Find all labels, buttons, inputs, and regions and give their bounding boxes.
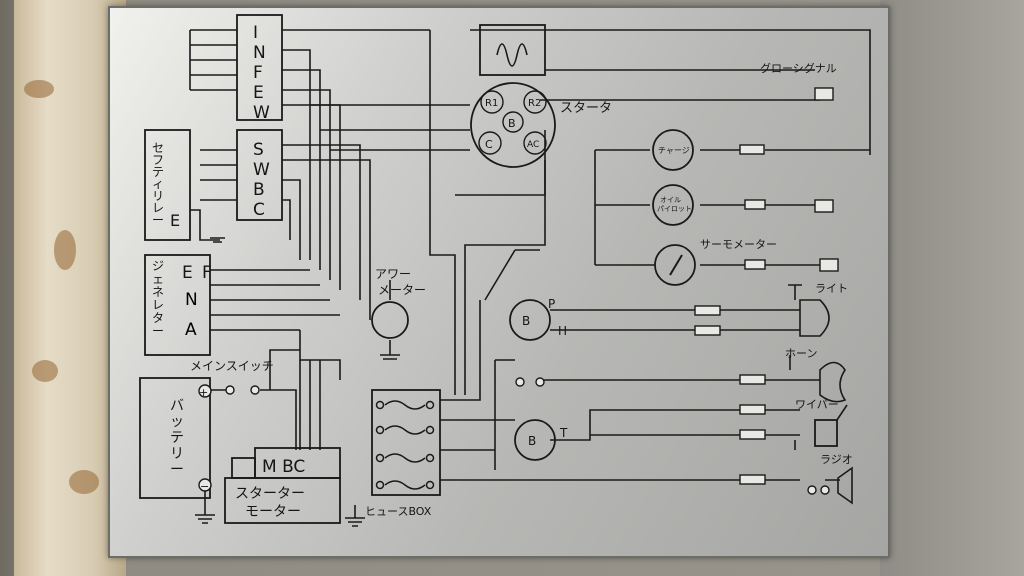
radio-speaker-symbol	[837, 466, 853, 505]
wiper-arm-symbol	[836, 404, 848, 421]
infew-connector	[236, 14, 283, 121]
efna-label-char: N	[185, 290, 198, 310]
generator-label-char: ェ	[152, 272, 164, 286]
fuse-box-label: ヒュースBOX	[365, 505, 432, 518]
wiper-switch-b: B	[528, 434, 536, 448]
battery-label-char: リ	[170, 446, 184, 462]
light-switch-h: H	[558, 324, 567, 338]
starter-terminal-b: B	[508, 117, 516, 130]
light-switch-circle	[509, 299, 551, 341]
charge-lamp-label: チャージ	[658, 146, 690, 155]
light-switch-p: P	[548, 297, 555, 311]
wiper-motor-box	[814, 419, 838, 447]
starter-switch-circle	[470, 82, 556, 168]
infew-label-char: F	[253, 63, 263, 83]
charge-lamp-circle	[652, 129, 694, 171]
swbc-label-char: S	[253, 140, 264, 160]
hour-meter-label-1: アワー	[375, 267, 411, 281]
wiper-switch-circle	[514, 419, 556, 461]
glow-coil-box	[479, 24, 546, 76]
battery-label-char: バ	[170, 398, 184, 414]
battery-label-char: ー	[170, 462, 184, 478]
wiper-label: ワイパー	[795, 398, 839, 411]
mbc-label: M BC	[262, 457, 305, 477]
motor-terminal-box	[231, 457, 256, 479]
safety-relay-label-char: リ	[152, 189, 164, 203]
starter-motor-box	[224, 477, 341, 524]
efna-label-char: F	[202, 263, 212, 283]
efna-label-char: A	[185, 320, 197, 340]
efna-label-char: E	[182, 263, 193, 283]
infew-label-char: E	[253, 83, 264, 103]
hour-meter-label-2: メーター	[378, 283, 426, 297]
generator-label-char: タ	[152, 311, 164, 325]
infew-label-char: W	[253, 103, 270, 123]
safety-relay-label-char: レ	[152, 201, 164, 215]
battery-plus-label: +	[199, 386, 208, 399]
swbc-label-char: C	[253, 200, 265, 220]
starter-motor-label-1: スターター	[235, 486, 305, 502]
horn-label: ホーン	[785, 347, 817, 360]
labels: M BC スターター モーター メインスイッチ ヒュースBOX スタータ グロー…	[170, 61, 853, 520]
starter-motor-label-2: モーター	[245, 504, 301, 520]
battery-label-char: ッ	[170, 414, 184, 430]
generator-label-char: ー	[152, 324, 164, 338]
thermo-meter-label: サーモメーター	[700, 238, 777, 251]
light-lamp-symbol	[799, 299, 830, 337]
battery-minus-label: −	[200, 480, 209, 493]
generator-label-char: ジ	[152, 259, 164, 273]
light-label: ライト	[815, 282, 848, 295]
main-switch-label: メインスイッチ	[190, 359, 274, 373]
rusty-panel-frame	[14, 0, 126, 576]
component-boxes	[139, 14, 838, 524]
oil-pilot-label-2: パイロット	[657, 205, 692, 213]
oil-pilot-label-1: オイル	[660, 196, 681, 204]
wiring-diagram-plate	[108, 6, 890, 558]
starter-label: スタータ	[560, 101, 612, 116]
safety-relay-label-char: ー	[152, 213, 164, 227]
glow-signal-label: グローシグナル	[760, 61, 837, 75]
safety-relay-label-char: フ	[152, 153, 164, 167]
generator-box	[144, 254, 211, 356]
safety-relay-label-char: セ	[152, 141, 164, 155]
swbc-label-char: W	[253, 160, 270, 180]
starter-terminal-r1: R1	[485, 98, 498, 109]
safety-relay-terminal: E	[170, 211, 180, 230]
connector-glyphs	[198, 87, 839, 495]
fuses	[375, 400, 435, 490]
starter-terminal-ac: AC	[527, 140, 539, 150]
fuse-box	[371, 389, 441, 496]
starter-terminal-c: C	[485, 138, 493, 151]
hour-meter-circle	[371, 301, 409, 339]
wiper-switch-t: T	[559, 426, 568, 440]
safety-relay-box	[144, 129, 191, 241]
thermo-needle	[669, 254, 683, 276]
swbc-connector	[236, 129, 283, 221]
battery-label-char: テ	[170, 430, 184, 446]
wires	[189, 29, 871, 527]
generator-label-char: ネ	[152, 285, 164, 299]
starter-terminal-circles	[478, 90, 547, 155]
infew-label-char: I	[253, 23, 258, 43]
swbc-label-char: B	[253, 180, 265, 200]
infew-label-char: N	[253, 43, 266, 63]
battery-box	[139, 377, 211, 499]
safety-relay-label-char: テ	[152, 165, 164, 179]
radio-label: ラジオ	[820, 453, 853, 466]
thermo-meter-circle	[654, 244, 696, 286]
light-switch-b: B	[522, 314, 530, 328]
generator-label-char: レ	[152, 298, 164, 312]
horn-symbol	[819, 361, 847, 403]
starter-terminal-r2: R2	[528, 98, 541, 109]
glow-coil-symbol	[496, 43, 528, 67]
load-symbols	[799, 299, 853, 505]
oil-pilot-circle	[652, 184, 694, 226]
safety-relay-label-char: ィ	[152, 177, 164, 191]
wall-background	[880, 0, 1024, 576]
